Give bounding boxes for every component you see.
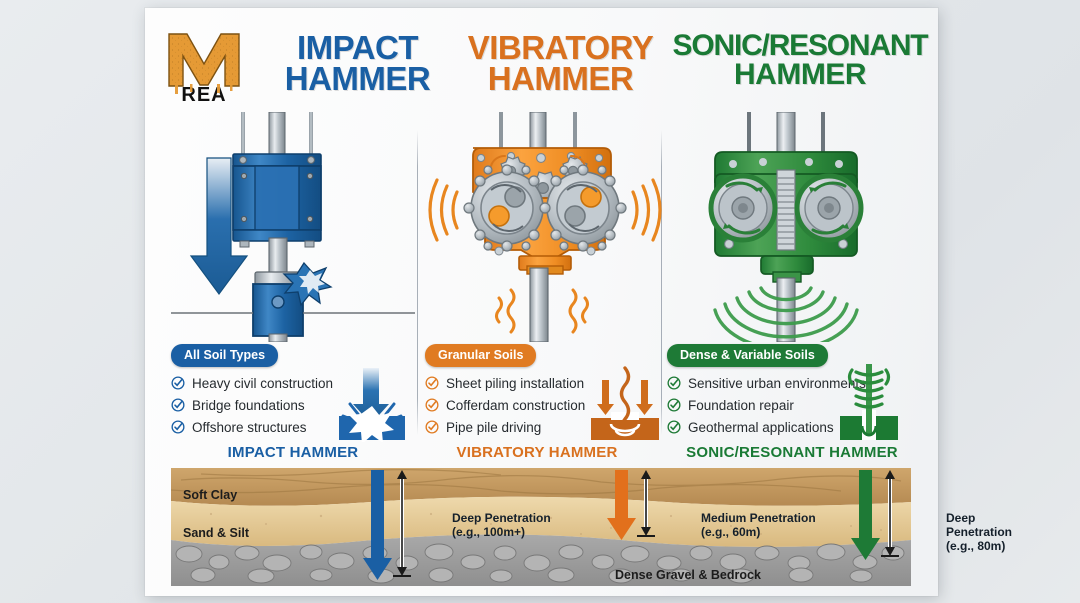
soil-layer-label-sand: Sand & Silt — [183, 526, 249, 540]
title-line-1: VIBRATORY — [467, 29, 654, 66]
list-item: Cofferdam construction — [425, 394, 640, 416]
penetration-label-vibratory: Medium Penetration (e.g., 60m) — [701, 511, 816, 539]
soil-layer-label-clay: Soft Clay — [183, 488, 238, 502]
list-item: Foundation repair — [667, 394, 892, 416]
title-line-2: HAMMER — [734, 57, 867, 91]
sonic-hammer-diagram — [708, 112, 864, 342]
mrea-logo: REA — [168, 33, 240, 104]
depth-gauge-sonic — [881, 470, 899, 557]
title-line-1: SONIC/RESONANT — [672, 29, 929, 62]
title-line-2: HAMMER — [487, 60, 634, 98]
chart-title-vibratory: VIBRATORY HAMMER — [456, 444, 618, 461]
impact-hammer-diagram — [171, 112, 415, 342]
list-item: Bridge foundations — [171, 394, 386, 416]
list-item-label: Sheet piling installation — [446, 375, 585, 391]
list-item: Offshore structures — [171, 416, 386, 438]
list-item-label: Bridge foundations — [192, 397, 305, 413]
soil-layer-label-bedrock: Dense Gravel & Bedrock — [615, 568, 761, 582]
check-circle-icon — [425, 420, 439, 434]
badge-vibratory-soil: Granular Soils — [425, 344, 537, 367]
list-item: Heavy civil construction — [171, 372, 386, 394]
list-item-label: Cofferdam construction — [446, 397, 586, 413]
resonant-disc-right — [794, 173, 864, 243]
resonant-disc-left — [708, 173, 778, 243]
penetration-bar-vibratory — [607, 470, 636, 540]
eccentric-gear-left — [463, 164, 551, 252]
resonant-pile-icon — [840, 364, 898, 440]
check-circle-icon — [667, 420, 681, 434]
check-circle-icon — [667, 398, 681, 412]
column-divider-1 — [417, 130, 418, 435]
column-title-impact: IMPACT HAMMER — [255, 29, 460, 98]
penetration-label-impact: Deep Penetration (e.g., 100m+) — [452, 511, 551, 539]
penetration-bar-impact — [363, 470, 392, 580]
penetration-value: (e.g., 100m+) — [452, 525, 526, 540]
list-item-label: Geothermal applications — [688, 419, 834, 435]
bullet-list-vibratory: Sheet piling installation Cofferdam cons… — [425, 372, 640, 438]
column-divider-2 — [661, 130, 662, 435]
list-item: Sensitive urban environments — [667, 372, 892, 394]
penetration-qualitative: Deep Penetration — [946, 511, 1013, 540]
title-line-1: IMPACT — [296, 29, 419, 66]
eccentric-gear-right — [539, 164, 627, 252]
check-circle-icon — [171, 376, 185, 390]
check-circle-icon — [425, 398, 439, 412]
list-item: Sheet piling installation — [425, 372, 640, 394]
chart-column-titles: IMPACT HAMMER VIBRATORY HAMMER SONIC/RES… — [145, 444, 938, 468]
check-circle-icon — [425, 376, 439, 390]
column-title-sonic: SONIC/RESONANT HAMMER — [665, 29, 935, 91]
vibratory-hammer-diagram — [428, 112, 662, 342]
penetration-value: (e.g., 60m) — [701, 525, 761, 540]
depth-gauge-vibratory — [637, 470, 655, 537]
penetration-qualitative: Medium Penetration — [701, 511, 816, 525]
soil-penetration-chart — [171, 468, 911, 586]
depth-gauge-impact — [393, 470, 411, 577]
column-title-vibratory: VIBRATORY HAMMER — [453, 29, 668, 98]
badge-impact-soil: All Soil Types — [171, 344, 279, 367]
impact-burst-icon — [339, 368, 405, 442]
list-item: Pipe pile driving — [425, 416, 640, 438]
list-item-label: Offshore structures — [192, 419, 307, 435]
penetration-qualitative: Deep Penetration — [452, 511, 551, 525]
list-item: Geothermal applications — [667, 416, 892, 438]
vibration-squiggles — [495, 288, 589, 334]
penetration-bar-sonic — [851, 470, 880, 560]
infographic-sheet: REA IMPACT HAMMER VIBRATORY HAMMER SONIC… — [145, 8, 1012, 596]
check-circle-icon — [171, 398, 185, 412]
list-item-label: Heavy civil construction — [192, 375, 334, 391]
penetration-label-sonic: Deep Penetration (e.g., 80m) — [946, 511, 1012, 553]
title-line-2: HAMMER — [284, 60, 431, 98]
check-circle-icon — [171, 420, 185, 434]
chart-title-sonic: SONIC/RESONANT HAMMER — [686, 444, 898, 461]
check-circle-icon — [667, 376, 681, 390]
soil-liquefaction-icon — [591, 366, 659, 440]
bullet-list-impact: Heavy civil construction Bridge foundati… — [171, 372, 386, 438]
vibration-waves — [428, 178, 662, 242]
sonic-wave-rings — [713, 286, 859, 342]
list-item-label: Foundation repair — [688, 397, 794, 413]
badge-sonic-soil: Dense & Variable Soils — [667, 344, 828, 367]
list-item-label: Pipe pile driving — [446, 419, 542, 435]
chart-title-impact: IMPACT HAMMER — [227, 444, 359, 461]
downward-force-arrow — [189, 157, 249, 296]
bullet-list-sonic: Sensitive urban environments Foundation … — [667, 372, 892, 438]
list-item-label: Sensitive urban environments — [688, 375, 866, 391]
penetration-value: (e.g., 80m) — [946, 539, 1006, 554]
